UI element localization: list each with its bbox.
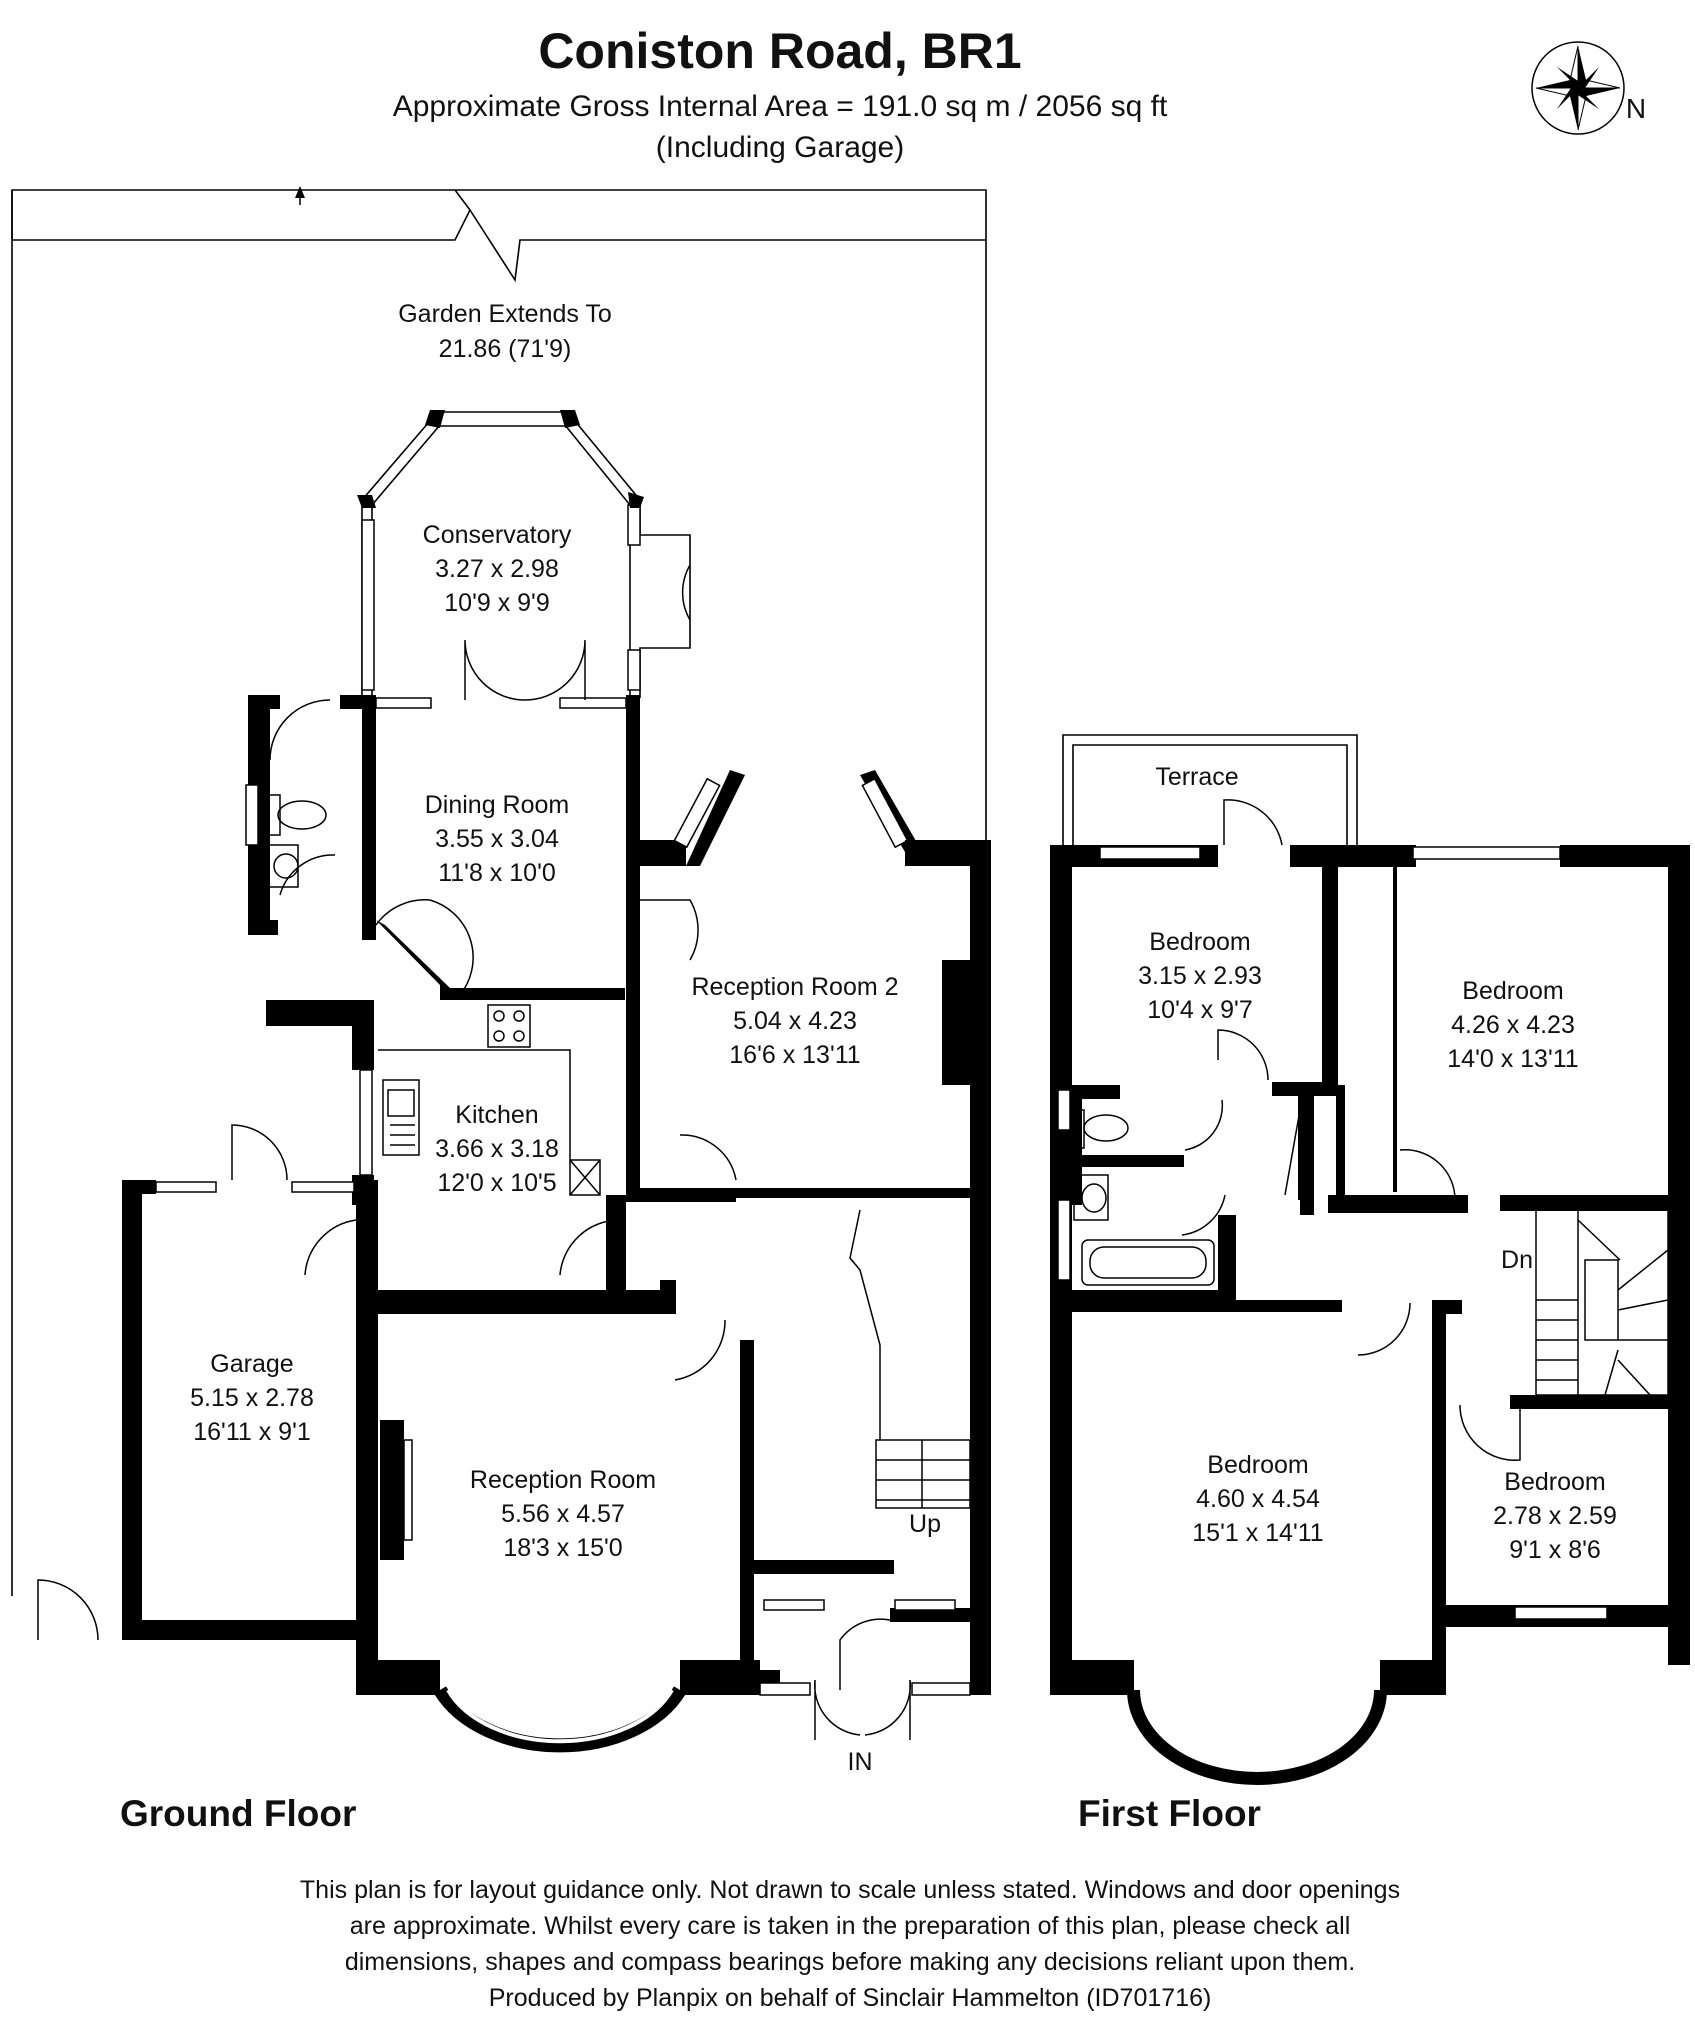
room-name: Bedroom [1207, 1451, 1308, 1479]
sink-icon [382, 1079, 420, 1156]
room-name: Bedroom [1462, 977, 1563, 1005]
room-name: Conservatory [423, 521, 572, 549]
room-imperial: 15'1 x 14'11 [1192, 1519, 1323, 1547]
room-name: Bedroom [1149, 928, 1250, 956]
room-metric: 5.56 x 4.57 [501, 1500, 625, 1528]
room-name: Reception Room 2 [691, 973, 898, 1001]
room-name: Dining Room [425, 791, 570, 819]
room-metric: 4.26 x 4.23 [1451, 1011, 1575, 1039]
room-name: Reception Room [470, 1466, 656, 1494]
plan-title: Coniston Road, BR1 [538, 23, 1021, 79]
garden-outline [11, 186, 987, 1596]
room-imperial: 12'0 x 10'5 [437, 1169, 556, 1197]
room-metric: 4.60 x 4.54 [1196, 1485, 1320, 1513]
room-imperial: 10'4 x 9'7 [1147, 996, 1252, 1024]
first-room-labels: Terrace Bedroom 3.15 x 2.93 10'4 x 9'7 B… [1138, 763, 1617, 1564]
compass-rose-icon [1531, 41, 1625, 135]
room-metric: 3.55 x 3.04 [435, 825, 559, 853]
room-imperial: 18'3 x 15'0 [503, 1534, 622, 1562]
room-name: Bedroom [1504, 1468, 1605, 1496]
garden-size: 21.86 (71'9) [439, 335, 572, 363]
first-floor-doors [1071, 799, 1521, 1461]
room-metric: 5.15 x 2.78 [190, 1384, 314, 1412]
room-imperial: 16'6 x 13'11 [729, 1041, 860, 1069]
first-stairs [1535, 1209, 1669, 1396]
stairs-up-label: Up [909, 1510, 941, 1538]
disclaimer-line: dimensions, shapes and compass bearings … [345, 1948, 1355, 1976]
room-metric: 5.04 x 4.23 [733, 1007, 857, 1035]
area-note: (Including Garage) [656, 131, 904, 164]
room-imperial: 11'8 x 10'0 [438, 859, 556, 887]
disclaimer-line: are approximate. Whilst every care is ta… [350, 1912, 1351, 1940]
room-imperial: 14'0 x 13'11 [1447, 1045, 1578, 1073]
disclaimer-line: This plan is for layout guidance only. N… [300, 1876, 1400, 1904]
room-imperial: 9'1 x 8'6 [1509, 1536, 1601, 1564]
hob-icon [487, 1004, 531, 1048]
room-name: Garage [210, 1350, 293, 1378]
garden-label: Garden Extends To [398, 300, 612, 328]
ground-room-labels: Conservatory 3.27 x 2.98 10'9 x 9'9 Dini… [190, 521, 941, 1776]
ground-floor-label: Ground Floor [120, 1793, 356, 1834]
disclaimer: This plan is for layout guidance only. N… [300, 1876, 1400, 2012]
entrance-label: IN [848, 1748, 873, 1776]
area-summary: Approximate Gross Internal Area = 191.0 … [393, 90, 1168, 123]
compass-north-label: N [1626, 93, 1646, 124]
room-metric: 3.15 x 2.93 [1138, 962, 1262, 990]
room-metric: 2.78 x 2.59 [1493, 1502, 1617, 1530]
room-metric: 3.66 x 3.18 [435, 1135, 559, 1163]
terrace-label: Terrace [1155, 763, 1238, 791]
ground-floor-walls [122, 410, 991, 1753]
first-floor-label: First Floor [1078, 1793, 1261, 1834]
disclaimer-line: Produced by Planpix on behalf of Sinclai… [489, 1984, 1212, 2012]
ground-stairs [849, 1209, 971, 1509]
ground-floor-doors [231, 564, 912, 1740]
first-floor-walls [1050, 734, 1690, 1785]
stairs-down-label: Dn [1501, 1246, 1533, 1274]
room-name: Kitchen [455, 1101, 538, 1129]
room-metric: 3.27 x 2.98 [435, 555, 559, 583]
room-imperial: 16'11 x 9'1 [193, 1418, 311, 1446]
garden-gate [37, 1579, 99, 1641]
room-imperial: 10'9 x 9'9 [444, 589, 549, 617]
